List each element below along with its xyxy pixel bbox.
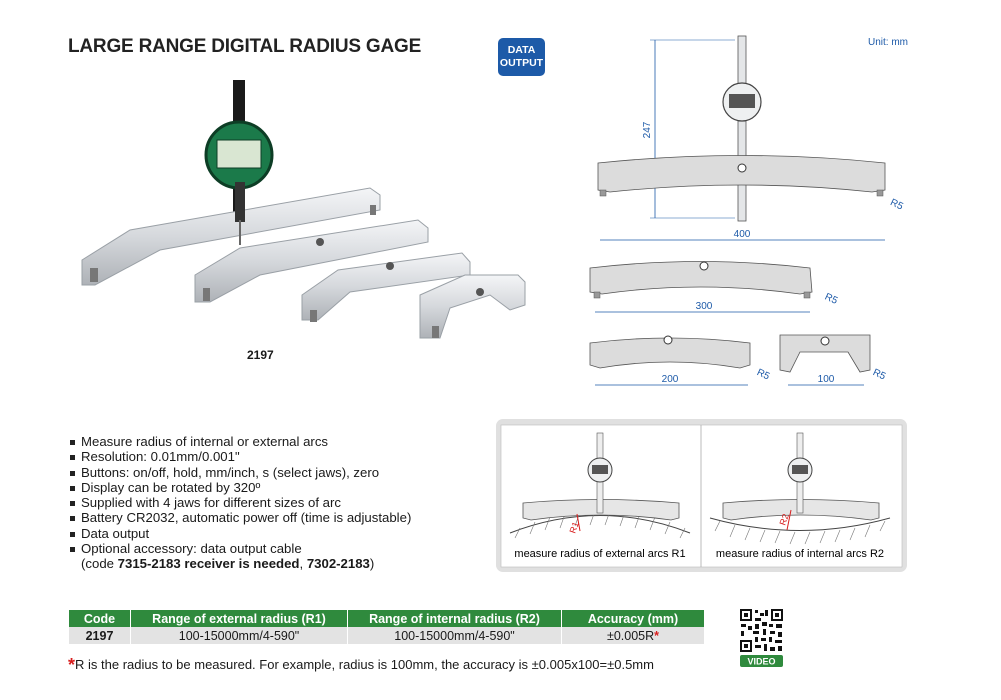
qr-video-label: VIDEO [747, 657, 775, 667]
badge-line-1: DATA [507, 44, 536, 56]
header-external-range: Range of external radius (R1) [130, 610, 348, 627]
r2-label: R2 [777, 512, 790, 526]
qr-code[interactable]: VIDEO [739, 608, 784, 668]
jaw-200-radius: R5 [755, 367, 772, 383]
data-output-badge: DATA OUTPUT [498, 38, 545, 76]
technical-drawing: 247 400 R5 300 R5 200 R5 100 R5 [589, 35, 905, 386]
cell-accuracy: ±0.005R* [561, 627, 705, 644]
accuracy-star: * [654, 628, 660, 643]
r1-label: R1 [567, 520, 580, 534]
footnote-star: * [68, 655, 76, 675]
table-header-row: Code Range of external radius (R1) Range… [69, 610, 705, 627]
cell-external-range: 100-15000mm/4-590" [130, 627, 348, 644]
jaw-100-width: 100 [818, 374, 835, 385]
header-code: Code [69, 610, 131, 627]
table-row: 2197 100-15000mm/4-590" 100-15000mm/4-59… [69, 627, 705, 644]
cell-internal-range: 100-15000mm/4-590" [347, 627, 562, 644]
feature-item: Data output [69, 526, 411, 541]
footnote: *R is the radius to be measured. For exa… [68, 653, 654, 675]
footnote-text: R is the radius to be measured. For exam… [75, 657, 654, 672]
spec-table: Code Range of external radius (R1) Range… [69, 610, 705, 644]
jaw-100-radius: R5 [871, 367, 888, 383]
jaw-200-width: 200 [662, 374, 679, 385]
jaw-300-width: 300 [696, 301, 713, 312]
feature-item: Optional accessory: data output cable [69, 541, 411, 556]
internal-caption: measure radius of internal arcs R2 [716, 548, 884, 560]
usage-illustration: R1 measure radius of external arcs R1 R2… [496, 419, 907, 572]
page-title: LARGE RANGE DIGITAL RADIUS GAGE [68, 36, 422, 57]
product-photo [81, 80, 526, 339]
receiver-code: 7315-2183 receiver is needed [117, 556, 300, 572]
height-dim-text: 247 [642, 121, 653, 138]
feature-accessory-codes: (code 7315-2183 receiver is needed, 7302… [81, 556, 375, 572]
unit-label: Unit: mm [868, 37, 908, 48]
badge-line-2: OUTPUT [499, 57, 544, 69]
product-code-label: 2197 [247, 348, 274, 362]
jaw-300-radius: R5 [823, 292, 840, 308]
feature-list: Measure radius of internal or external a… [69, 434, 411, 572]
jaw-400-radius: R5 [888, 197, 905, 213]
cell-code: 2197 [69, 627, 131, 644]
feature-item: Display can be rotated by 320º [69, 480, 411, 495]
header-internal-range: Range of internal radius (R2) [347, 610, 562, 627]
feature-item: Battery CR2032, automatic power off (tim… [69, 510, 411, 525]
jaw-400-width: 400 [734, 229, 751, 240]
cable-code: 7302-2183 [306, 556, 370, 572]
feature-item: Measure radius of internal or external a… [69, 434, 411, 449]
header-accuracy: Accuracy (mm) [561, 610, 705, 627]
external-caption: measure radius of external arcs R1 [514, 548, 685, 560]
feature-item: Resolution: 0.01mm/0.001" [69, 449, 411, 464]
feature-item: Buttons: on/off, hold, mm/inch, s (selec… [69, 465, 411, 480]
feature-item: Supplied with 4 jaws for different sizes… [69, 495, 411, 510]
